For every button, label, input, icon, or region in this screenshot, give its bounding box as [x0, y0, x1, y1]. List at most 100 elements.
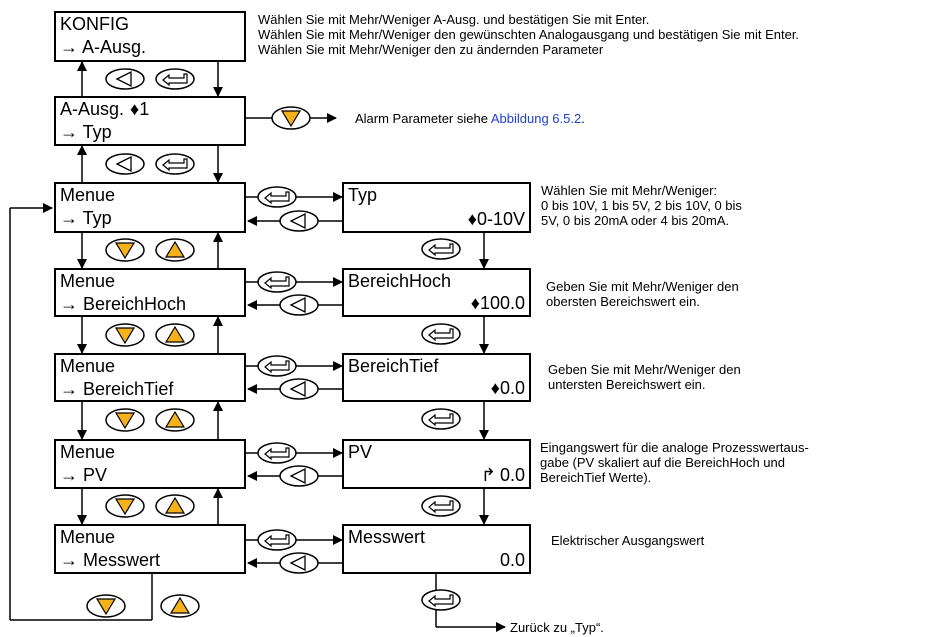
menu-box-konfig: KONFIG → A-Ausg.: [54, 11, 246, 62]
up-down-arrows-icon: ♦: [470, 293, 480, 313]
note-line: Eingangswert für die analoge Prozesswert…: [540, 440, 809, 455]
enter-button-param-hoch[interactable]: [421, 323, 461, 345]
left-button-pv[interactable]: [279, 465, 319, 487]
menu-box-a-ausg: A-Ausg.♦1 → Typ: [54, 96, 246, 146]
up-button-typ[interactable]: [155, 238, 195, 262]
left-button-1[interactable]: [105, 68, 145, 90]
menu-box-typ[interactable]: Menue → Typ: [54, 182, 246, 233]
param-value: 0-10V: [476, 209, 525, 229]
left-button-hoch[interactable]: [279, 294, 319, 316]
param-box-pv: PV ↱0.0: [342, 439, 531, 489]
menu-line2: → BereichHoch: [60, 294, 187, 314]
menu-line2: → PV: [60, 465, 108, 485]
enter-button-param-tief[interactable]: [421, 408, 461, 430]
note-hoch: Geben Sie mit Mehr/Weniger den obersten …: [546, 279, 739, 309]
up-down-arrows-icon: ♦: [130, 99, 140, 119]
param-value: 0.0: [499, 378, 525, 398]
note-line: Wählen Sie mit Mehr/Weniger A-Ausg. und …: [258, 12, 650, 27]
note-alarm: Alarm Parameter siehe Abbildung 6.5.2.: [355, 111, 585, 126]
down-button-pv[interactable]: [105, 494, 145, 518]
alarm-link[interactable]: Abbildung 6.5.2: [490, 111, 582, 126]
enter-button-typ[interactable]: [257, 186, 297, 208]
note-konfig: Wählen Sie mit Mehr/Weniger A-Ausg. und …: [258, 12, 799, 57]
note-line: BereichTief Werte).: [540, 470, 652, 485]
menu-box-pv[interactable]: Menue → PV: [54, 439, 246, 489]
note-messwert: Elektrischer Ausgangswert: [551, 533, 705, 548]
left-button-messwert[interactable]: [279, 552, 319, 574]
menu-line1: Menue: [60, 442, 116, 462]
left-button-tief[interactable]: [279, 378, 319, 400]
up-button-tief[interactable]: [155, 408, 195, 432]
note-line: Geben Sie mit Mehr/Weniger den: [548, 362, 741, 377]
param-title: PV: [348, 442, 373, 462]
param-title: Messwert: [348, 527, 426, 547]
param-title: Typ: [348, 185, 378, 205]
menu-box-bereichhoch[interactable]: Menue → BereichHoch: [54, 268, 246, 317]
down-button-typ[interactable]: [105, 238, 145, 262]
note-line: Geben Sie mit Mehr/Weniger den: [546, 279, 739, 294]
param-box-bereichtief: BereichTief ♦0.0: [342, 353, 531, 402]
param-value-line: ♦0.0: [491, 378, 525, 398]
menu-line2: → Typ: [60, 122, 112, 142]
param-box-typ: Typ ♦0-10V: [342, 182, 531, 233]
down-button-tief[interactable]: [105, 408, 145, 432]
enter-button-hoch[interactable]: [257, 271, 297, 293]
param-value-line: ↱0.0: [481, 465, 525, 485]
note-line: 0 bis 10V, 1 bis 5V, 2 bis 10V, 0 bis: [541, 198, 742, 213]
up-down-arrows-icon: ♦: [467, 209, 477, 229]
left-button-2[interactable]: [105, 153, 145, 175]
enter-button-2[interactable]: [155, 153, 195, 175]
enter-button-1[interactable]: [155, 68, 195, 90]
up-button-pv[interactable]: [155, 494, 195, 518]
menu-line1: Menue: [60, 185, 116, 205]
menu-line1: Menue: [60, 356, 116, 376]
note-line: untersten Bereichswert ein.: [548, 377, 706, 392]
enter-button-tief[interactable]: [257, 355, 297, 377]
menu-line1: A-Ausg.♦1: [60, 99, 149, 119]
down-button-alarm[interactable]: [271, 106, 311, 130]
up-down-arrows-icon: ♦: [490, 378, 500, 398]
menu-line2: → A-Ausg.: [60, 37, 147, 57]
down-button-messwert[interactable]: [86, 594, 126, 618]
note-back: Zurück zu „Typ“.: [510, 620, 604, 635]
note-alarm-suffix: .: [581, 111, 585, 126]
menu-line1-text: A-Ausg.: [60, 99, 125, 119]
menu-line2: → Messwert: [60, 550, 161, 570]
param-title: BereichHoch: [348, 271, 452, 291]
param-title: BereichTief: [348, 356, 439, 376]
param-value: 100.0: [479, 293, 525, 313]
note-tief: Geben Sie mit Mehr/Weniger den untersten…: [548, 362, 741, 392]
menu-line1: Menue: [60, 527, 116, 547]
param-box-messwert: Messwert 0.0: [342, 524, 531, 574]
note-line: obersten Bereichswert ein.: [546, 294, 700, 309]
menu-line1: KONFIG: [60, 14, 130, 34]
menu-line1: Menue: [60, 271, 116, 291]
note-line: 5V, 0 bis 20mA oder 4 bis 20mA.: [541, 213, 730, 228]
up-button-messwert[interactable]: [160, 594, 200, 618]
param-value-line: ♦100.0: [471, 293, 525, 313]
note-line: Wählen Sie mit Mehr/Weniger den gewünsch…: [258, 27, 800, 42]
note-line: gabe (PV skaliert auf die BereichHoch un…: [540, 455, 785, 470]
menu-line2: → BereichTief: [60, 379, 174, 399]
note-pv: Eingangswert für die analoge Prozesswert…: [540, 440, 809, 485]
param-value: 0.0: [499, 465, 525, 485]
note-typ: Wählen Sie mit Mehr/Weniger: 0 bis 10V, …: [541, 183, 742, 228]
enter-button-pv[interactable]: [257, 442, 297, 464]
note-line: Wählen Sie mit Mehr/Weniger:: [541, 183, 718, 198]
param-box-bereichhoch: BereichHoch ♦100.0: [342, 268, 531, 317]
param-value: 0.0: [499, 550, 525, 570]
note-line: Wählen Sie mit Mehr/Weniger den zu änder…: [258, 42, 604, 57]
enter-button-messwert[interactable]: [257, 529, 297, 551]
enter-button-param-typ[interactable]: [421, 238, 461, 260]
enter-button-param-messwert[interactable]: [421, 589, 461, 611]
menu-line2: → Typ: [60, 208, 112, 228]
left-button-typ[interactable]: [279, 210, 319, 232]
enter-button-param-pv[interactable]: [421, 495, 461, 517]
menu-box-messwert[interactable]: Menue → Messwert: [54, 524, 246, 574]
note-alarm-text: Alarm Parameter siehe: [355, 111, 491, 126]
menu-box-bereichtief[interactable]: Menue → BereichTief: [54, 353, 246, 402]
down-button-hoch[interactable]: [105, 323, 145, 347]
up-button-hoch[interactable]: [155, 323, 195, 347]
menu-line1-suffix: 1: [139, 99, 150, 119]
